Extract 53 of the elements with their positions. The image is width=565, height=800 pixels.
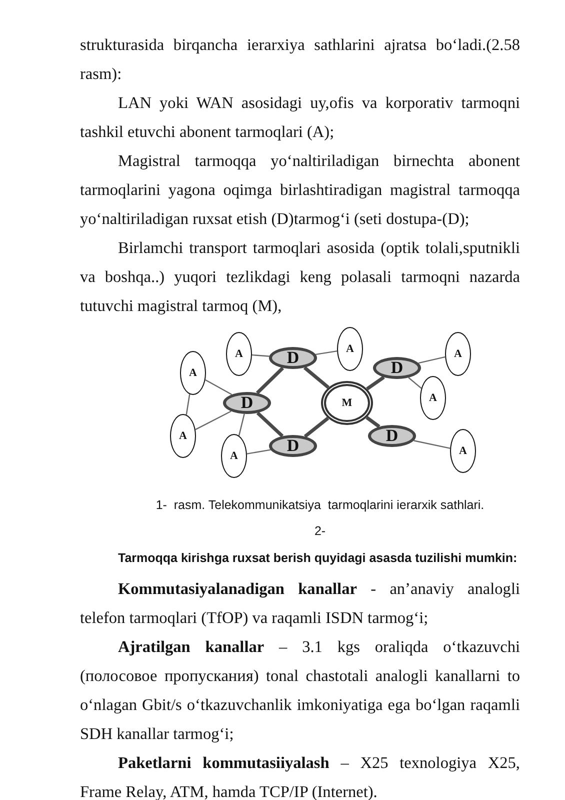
access-node [368, 425, 416, 447]
trunk-link [304, 416, 330, 438]
trunk-link [256, 366, 284, 394]
access-node [223, 392, 271, 414]
node-label: M [342, 397, 352, 409]
trunk-link [366, 376, 385, 390]
access-link [205, 379, 232, 396]
figure-caption: 1- rasm. Telekommunikatsiya tarmoqlarini ierarxik sathlari. [154, 497, 486, 514]
subscriber-node [221, 434, 247, 478]
node-label: D [286, 436, 300, 456]
node-label: A [230, 450, 238, 462]
subscriber-node [420, 376, 446, 420]
access-node [269, 347, 317, 369]
access-link [246, 449, 271, 454]
access-link [414, 440, 450, 449]
node-label: D [386, 426, 398, 446]
subscriber-node [170, 414, 196, 458]
paragraph: Magistral tarmoqqa yo‘naltiriladigan birnechta abonent tarmoqlarini yagona oqimga birlashtiradigan magistral tarmoqqa yo‘naltiriladigan ruxsat etish (D)tarmog‘i (seti dostupa-(D); [80, 150, 520, 230]
access-link [238, 414, 245, 436]
paragraph: strukturasida birqancha ierarxiya sathlarini ajratsa bo‘ladi.(2.58 rasm): [80, 34, 520, 85]
node-label: A [189, 367, 197, 379]
access-link [418, 356, 446, 364]
access-node [269, 435, 317, 457]
access-link [195, 410, 232, 430]
subscriber-node [450, 429, 476, 473]
node-label: A [429, 392, 437, 404]
node-label: D [240, 393, 254, 413]
node-label: A [454, 348, 462, 360]
node-label: A [179, 430, 187, 442]
trunk-link [256, 412, 284, 438]
access-link [252, 354, 270, 357]
subscriber-node [180, 351, 206, 395]
backbone-node [321, 381, 373, 425]
page-number: 2- [313, 523, 327, 540]
paragraph: Birlamchi transport tarmoqlari asosida (optik tolali,sputnikli va boshqa..) yuqori tezlikdagi keng polasali tarmoqni nazarda tutuvchi magistral tarmoq (M), [80, 237, 520, 317]
node-label: A [459, 445, 467, 457]
paragraph: Kommutasiyalanadigan kanallar - an’anaviy analogli telefon tarmoqlari (TfOP) va raqamli ISDN tarmog‘i; [80, 578, 520, 629]
node-label: A [235, 348, 243, 360]
paragraph: Ajratilgan kanallar – 3.1 kgs oraliqda o‘tkazuvchi (полосовое пропускания) tonal chastotali analogli kanallarni to o‘nlagan Gbit/s o‘tkazuvchanlik imkoniyatiga ega bo‘lgan raqamli SDH kanallar tarmog‘i; [80, 636, 520, 745]
access-link [408, 377, 422, 389]
access-link [186, 394, 190, 415]
trunk-link [366, 416, 380, 428]
subscriber-node [226, 332, 252, 376]
subscriber-node [445, 332, 471, 376]
node-label: D [390, 358, 404, 378]
node-label: A [346, 343, 354, 355]
section-heading: Tarmoqqa kirishga ruxsat berish quyidagi asasda tuzilishi mumkin: [117, 550, 518, 567]
subscriber-node [337, 327, 363, 371]
node-label: D [286, 348, 300, 368]
access-node [373, 357, 421, 379]
access-link [316, 350, 338, 355]
trunk-link [303, 366, 330, 389]
paragraph: LAN yoki WAN asosidagi uy,ofis va korporativ tarmoqni tashkil etuvchi abonent tarmoqlari (A); [80, 92, 520, 143]
